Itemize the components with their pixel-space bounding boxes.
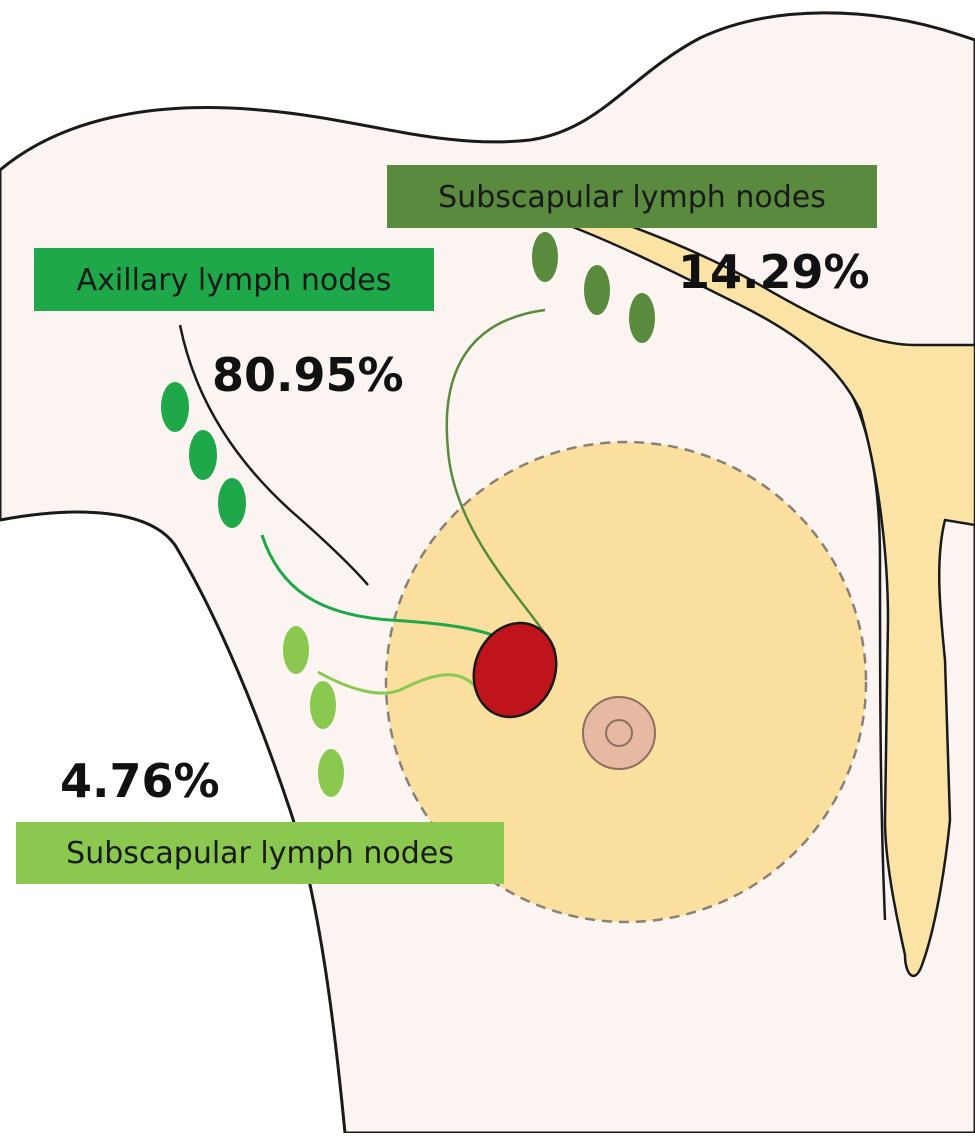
percent-axillary: 80.95%: [212, 348, 404, 402]
subscapular-lymph-node-top: [584, 265, 610, 315]
axillary-lymph-node: [218, 478, 246, 528]
label-box-subscapular-bottom: [16, 822, 504, 884]
label-box-subscapular-top: [387, 165, 877, 228]
label-axillary: Axillary lymph nodes: [77, 263, 392, 298]
subscapular-lymph-node-bottom: [283, 626, 309, 674]
pathway-subscapular-bottom: [317, 670, 480, 695]
axillary-lymph-node: [189, 430, 217, 480]
pathway-axillary: [260, 534, 506, 642]
label-subscapular-top: Subscapular lymph nodes: [438, 180, 826, 215]
percent-subscapular-top: 14.29%: [678, 245, 870, 299]
nipple: [605, 719, 633, 747]
axillary-boundary-line: [178, 324, 369, 586]
percent-subscapular-bottom: 4.76%: [60, 754, 220, 808]
subscapular-lymph-node-bottom: [318, 749, 344, 797]
label-box-axillary: [34, 248, 434, 311]
subscapular-lymph-node-top: [629, 293, 655, 343]
breast-region: [384, 440, 868, 924]
subscapular-lymph-node-bottom: [310, 681, 336, 729]
subscapular-lymph-node-top: [532, 232, 558, 282]
axillary-lymph-node: [161, 382, 189, 432]
pathway-subscapular-top: [445, 308, 557, 651]
clavicle-sternum: [538, 193, 975, 978]
label-subscapular-bottom: Subscapular lymph nodes: [66, 836, 454, 871]
tumor: [472, 621, 558, 719]
